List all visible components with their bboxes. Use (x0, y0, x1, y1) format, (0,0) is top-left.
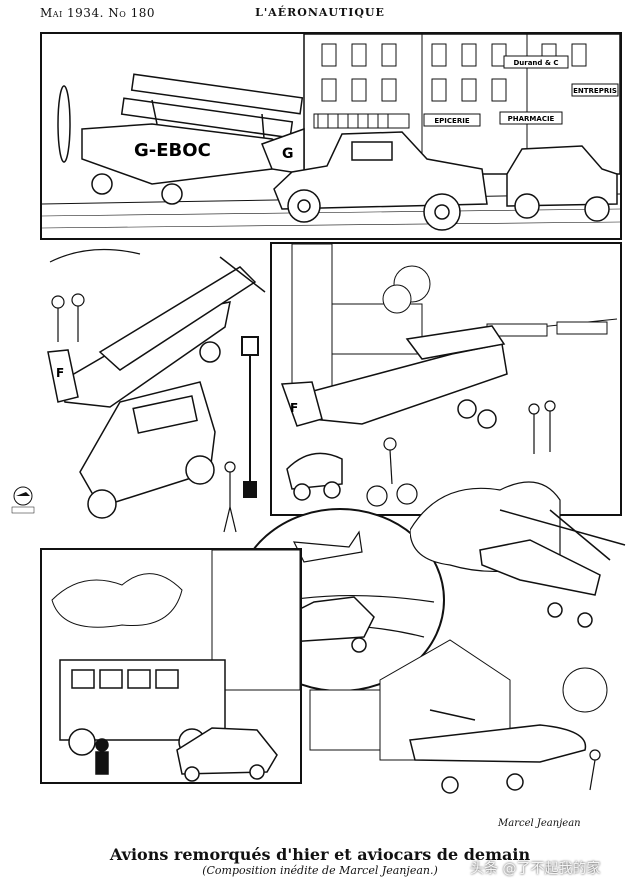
towed-plane-drawing (280, 325, 508, 429)
illustration-bus-scene (51, 550, 300, 782)
autogyro-drawing (479, 509, 626, 628)
monoplane-tail-letter: F (56, 366, 64, 380)
biplane-registration: G-EBOC (134, 140, 211, 161)
panel-aviocar-town (300, 620, 618, 820)
watermark: 头条 @了不起我的家 (470, 861, 601, 877)
artist-signature: Marcel Jeanjean (498, 818, 581, 829)
cyclist-drawing (366, 437, 418, 507)
illustration-autogyro (410, 481, 626, 628)
illustration-aviocar-town (309, 639, 608, 794)
towing-car-drawing (273, 131, 488, 231)
panel-bus-street (40, 548, 302, 784)
illustration-monoplane-scene: F (47, 248, 266, 533)
panel-monoplane-towed: F (40, 242, 266, 542)
monoplane-drawing (47, 256, 266, 408)
biplane-drawing (57, 73, 305, 205)
limousine-drawing (79, 381, 216, 519)
aviocar-street-drawing (176, 727, 278, 782)
sign-durand: Durand & C (513, 59, 558, 67)
issue-date: Mai 1934. No 180 (40, 6, 155, 20)
biplane-tail-letter: G (282, 146, 294, 162)
aviocar-town-drawing (409, 709, 587, 794)
panel-airfield-towed-plane: F (270, 242, 622, 516)
gendarme-drawing (95, 738, 109, 775)
sign-entreprise: ENTREPRIS (573, 87, 617, 95)
caption-subtitle: (Composition inédite de Marcel Jeanjean.… (202, 864, 438, 877)
illustration-street-scene: Durand & C ENTREPRIS EPICERIE PHARMACIE … (42, 34, 620, 231)
street-lamp-drawing (241, 336, 259, 498)
collector-seal (10, 486, 36, 516)
towing-vehicle-drawing (286, 452, 343, 501)
seal-icon (11, 486, 35, 514)
autogyro-flying (410, 470, 630, 640)
caption-title: Avions remorqués d'hier et aviocars de d… (109, 845, 531, 864)
parked-car-drawing (506, 145, 618, 222)
magazine-title: L'AÉRONAUTIQUE (255, 6, 385, 19)
illustration-airfield-scene: F (280, 244, 618, 507)
towed-plane-tail-letter: F (290, 401, 298, 415)
bus-drawing (59, 659, 226, 756)
sign-pharmacie: PHARMACIE (508, 115, 555, 123)
panel-towed-biplane-street: Durand & C ENTREPRIS EPICERIE PHARMACIE … (40, 32, 622, 240)
sign-epicerie: EPICERIE (434, 117, 469, 125)
